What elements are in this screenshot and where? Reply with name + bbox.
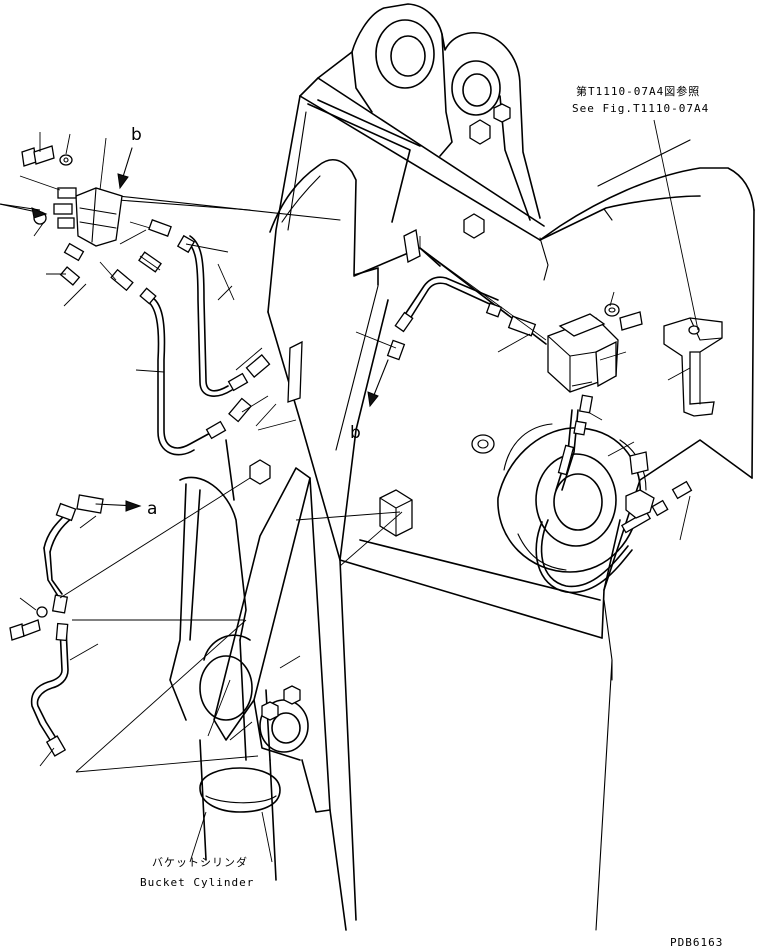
figure-reference-jp: 第T1110-07A4図参照 xyxy=(576,84,700,98)
bucket-cylinder-label-jp: バケットシリンダ xyxy=(152,855,248,869)
leader-lines xyxy=(0,119,699,863)
marker-b-top: b xyxy=(131,125,142,145)
fittings xyxy=(9,103,723,757)
drawing-code: PDB6163 xyxy=(670,936,723,949)
flow-arrows xyxy=(0,147,389,512)
bucket-cylinder-label-en: Bucket Cylinder xyxy=(140,876,254,889)
hose-lines xyxy=(30,195,633,741)
arm-structure xyxy=(169,3,755,931)
marker-a: a xyxy=(147,499,157,519)
figure-reference-en: See Fig.T1110-07A4 xyxy=(572,102,709,115)
marker-b-mid: b xyxy=(350,423,361,443)
